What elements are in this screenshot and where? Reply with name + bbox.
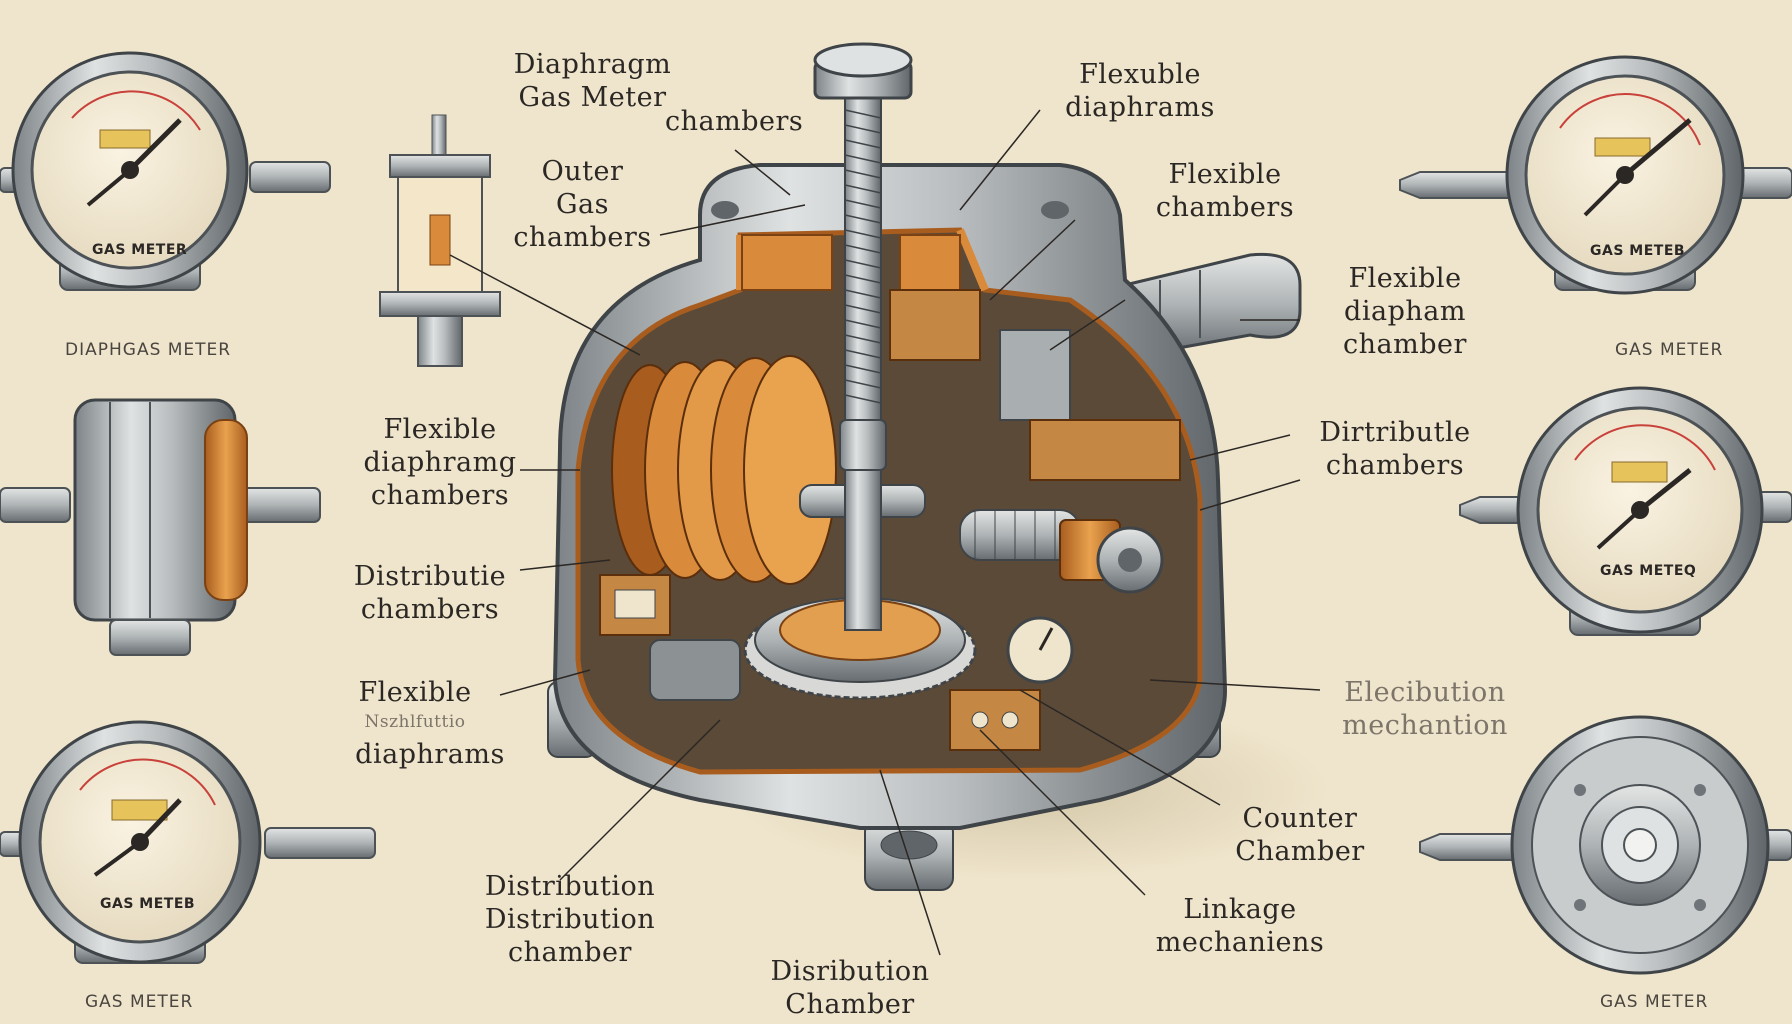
label-elecibution-mechantion: Elecibution mechantion: [1342, 677, 1508, 741]
leader-lines: [449, 109, 1321, 956]
gauge-mid-right-text: GAS METEQ: [1600, 563, 1696, 579]
caption-top-left: DIAPHGAS METER: [65, 340, 232, 360]
label-dirtributle-chambers: Dirtributle chambers: [1319, 417, 1471, 481]
spool-mid-left: [0, 398, 321, 656]
label-flexible-diapham-chamber: Flexible diapham chamber: [1343, 263, 1467, 360]
diaphragm-stack: [611, 355, 837, 585]
gauge-top-right-text: GAS METEB: [1590, 243, 1685, 259]
label-flexuble-diaphrams: Flexuble diaphrams: [1065, 59, 1215, 123]
gauge-top-left-text: GAS METER: [92, 242, 187, 258]
gauge-mid-right: GAS METEQ: [1459, 386, 1792, 636]
caption-bottom-right: GAS METER: [1600, 992, 1709, 1012]
caption-top-right: GAS METER: [1615, 340, 1724, 360]
label-distributie-chambers: Distributie chambers: [353, 561, 507, 625]
label-linkage-mechaniens: Linkage mechaniens: [1155, 894, 1325, 958]
label-disribution-chamber-bottom: Disribution Chamber: [770, 956, 930, 1020]
gauge-bottom-left: GAS METEB: [0, 720, 376, 964]
gauge-top-left: GAS METER: [0, 51, 331, 291]
gauge-top-right: GAS METEB: [1399, 55, 1792, 295]
label-diaphrams-left: diaphrams: [355, 739, 505, 770]
label-distribution-chamber-left: Distribution Distribution chamber: [484, 871, 656, 968]
caption-bottom-left: GAS METER: [85, 992, 194, 1012]
label-flexible-left-faded: Nszhlfuttio: [364, 712, 466, 732]
label-outer-gas-chambers: Outer Gas chambers: [513, 156, 652, 253]
label-chambers-top: chambers: [665, 106, 804, 137]
glass-fitting: [379, 114, 501, 367]
label-flexible-chambers: Flexible chambers: [1155, 159, 1295, 223]
regulator-bottom-right: [1419, 715, 1792, 975]
label-flexible-diaphramg-chambers: Flexible diaphramg chambers: [363, 414, 517, 511]
gauge-bottom-left-text: GAS METEB: [100, 896, 195, 912]
label-counter-chamber: Counter Chamber: [1235, 803, 1365, 867]
gas-meter-cutaway: [547, 42, 1302, 891]
label-flexible-left: Flexible: [358, 677, 472, 708]
label-diaphragm-gas-meter: Diaphragm Gas Meter: [513, 49, 672, 113]
